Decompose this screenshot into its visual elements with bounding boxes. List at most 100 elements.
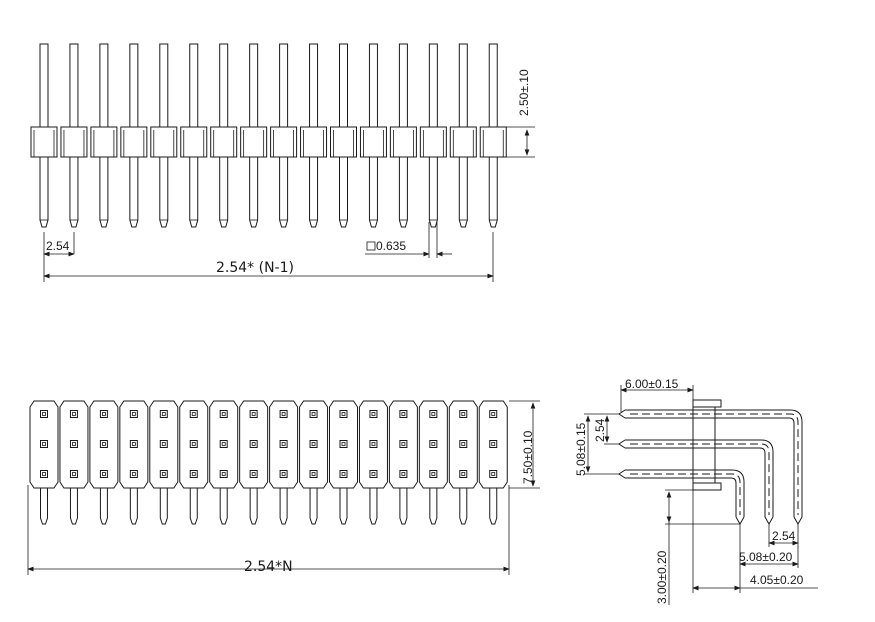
pin-square-inner: [161, 412, 166, 416]
pin-square-inner: [431, 442, 436, 446]
row-span-label: 5.08±0.15: [574, 422, 588, 476]
pin-upper: [189, 43, 199, 129]
housing-cell: [119, 400, 149, 489]
pin-square: [489, 410, 498, 418]
pin-square-inner: [401, 442, 406, 446]
front-pin-tail: [339, 488, 348, 525]
pin-outer-inner-edge: [625, 417, 795, 517]
housing-cell: [59, 400, 89, 489]
pin-square-inner: [42, 472, 46, 476]
pin-middle-inner-edge: [625, 447, 766, 517]
pin-square-inner: [341, 412, 346, 416]
top-pin-unit: [449, 43, 477, 228]
pin-square-inner: [221, 472, 226, 476]
pin-square: [129, 440, 138, 448]
pin-square: [309, 410, 318, 418]
length-label: 2.54* (N-1): [216, 260, 294, 276]
top-pin-unit: [90, 43, 118, 228]
housing-cell: [418, 400, 448, 489]
top-pin-unit: [30, 43, 58, 228]
front-pin-unit: [269, 400, 299, 525]
insulator-block: [300, 126, 328, 158]
pin-square-inner: [341, 442, 346, 446]
pin-square: [159, 410, 168, 418]
height-label: 7.50±0.10: [521, 430, 535, 484]
stand-label: 3.00±0.20: [655, 550, 669, 604]
pin-square: [429, 410, 438, 418]
top-pin-unit: [240, 43, 268, 228]
front-pin-unit: [388, 400, 418, 525]
pin-square: [219, 440, 228, 448]
front-pin-unit: [29, 400, 59, 525]
pin-square: [189, 470, 198, 478]
pin-square-inner: [42, 442, 46, 446]
top-pin-unit: [120, 43, 148, 228]
front-pin-tail: [189, 488, 198, 525]
pin-square: [189, 410, 198, 418]
front-pin-unit: [179, 400, 209, 525]
pin-square-inner: [72, 442, 76, 446]
pin-square-inner: [431, 412, 436, 416]
pin-square: [459, 410, 468, 418]
top-pin-unit: [389, 43, 417, 228]
front-pin-tail: [40, 488, 48, 525]
pin-square-inner: [401, 472, 406, 476]
pin-upper: [279, 43, 289, 129]
pin-lower: [129, 157, 139, 228]
pin-square-inner: [281, 442, 286, 446]
pin-square-inner: [131, 442, 136, 446]
insulator-block: [330, 126, 357, 158]
pin-square: [489, 440, 498, 448]
pin-square: [429, 440, 438, 448]
front-pin-tail: [489, 488, 498, 525]
pin-square: [489, 470, 498, 478]
front-pin-unit: [119, 400, 149, 525]
housing-cell: [448, 400, 478, 489]
pin-square-inner: [131, 472, 136, 476]
pin-square: [369, 470, 378, 478]
housing-cell: [209, 400, 239, 489]
row-pitch-label: 2.54: [593, 418, 607, 442]
side-view: [618, 399, 803, 526]
pin-lower: [398, 157, 408, 228]
top-pin-unit: [60, 43, 88, 228]
pin-lower: [249, 157, 259, 228]
front-pin-unit: [418, 400, 448, 525]
housing-cell: [329, 400, 358, 489]
pin-inner: [625, 469, 745, 517]
pin-square-inner: [491, 472, 496, 476]
pin-square: [399, 440, 408, 448]
pin-square-inner: [251, 442, 256, 446]
pin-square-inner: [371, 412, 376, 416]
front-pin-tail: [249, 488, 258, 525]
pin-square: [309, 470, 318, 478]
housing-cell: [358, 400, 388, 489]
pin-upper: [159, 43, 169, 129]
pin-square-inner: [281, 412, 286, 416]
pin-square: [459, 440, 468, 448]
pin-square-inner: [431, 472, 436, 476]
pin-lower: [279, 157, 289, 228]
pin-square-inner: [311, 412, 316, 416]
pin-middle: [625, 439, 774, 517]
front-view: [29, 400, 508, 525]
pin-lower: [39, 157, 49, 228]
pin-lower: [219, 157, 229, 228]
housing-bottom-flange: [692, 482, 722, 491]
pin-lower: [309, 157, 319, 228]
pin-lower: [368, 157, 378, 228]
pin-square-inner: [461, 412, 466, 416]
pin-square: [459, 470, 468, 478]
pin-square: [69, 470, 78, 478]
housing-cell: [478, 400, 508, 489]
pin-size-label: 0.635: [376, 239, 406, 253]
front-pin-tail: [129, 488, 138, 525]
centerline: [630, 413, 799, 515]
pin-square-inner: [251, 412, 256, 416]
pin-lower: [428, 157, 438, 228]
insulator-block: [210, 126, 238, 158]
pin-square-inner: [72, 412, 76, 416]
pin-square: [279, 440, 288, 448]
pin-upper: [458, 43, 468, 129]
housing-cell: [299, 400, 329, 489]
